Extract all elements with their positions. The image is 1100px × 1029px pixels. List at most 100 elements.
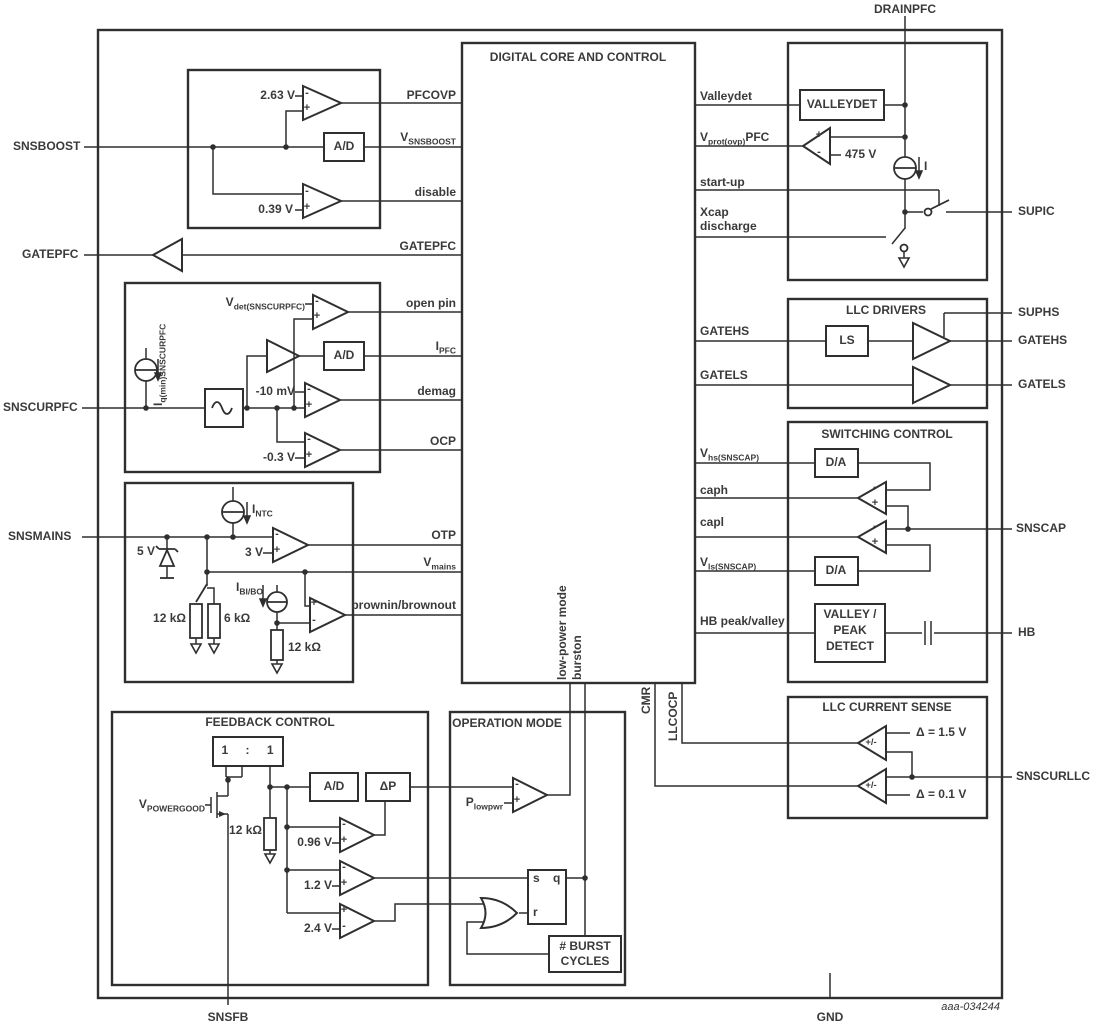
signal-vls: Vls(SNSCAP) [700, 555, 757, 572]
signal-pfcovp: PFCOVP [406, 88, 456, 102]
adc-label-pfc: A/D [333, 348, 355, 362]
ref-039v: 0.39 V [258, 202, 293, 216]
mosfet-arrow [219, 811, 226, 817]
ref-6k-mains: 6 kΩ [224, 611, 251, 625]
signal-low-power-mode: low-power mode [555, 585, 569, 680]
plusminus-sign: +/- [865, 737, 877, 748]
pin-hb: HB [1018, 625, 1036, 639]
gatehs-driver-buffer [912, 321, 953, 361]
pin-snscap: SNSCAP [1016, 521, 1067, 535]
minus-sign: - [342, 861, 346, 873]
burst-label-2: CYCLES [560, 954, 610, 968]
minus-sign: - [342, 920, 346, 932]
plus-sign: + [303, 102, 311, 114]
ref-12k-bibo: 12 kΩ [288, 640, 321, 654]
plus-sign: + [310, 597, 318, 609]
signal-valleydet: Valleydet [700, 89, 753, 103]
gatels-driver-buffer [912, 365, 953, 405]
zener-diode-5v [155, 545, 179, 579]
plus-sign: + [305, 399, 313, 411]
ref-3v: 3 V [244, 545, 263, 559]
minus-sign: - [312, 614, 316, 626]
vpd-label-3: DETECT [826, 639, 874, 653]
ls-label: LS [839, 333, 855, 347]
switching-title: SWITCHING CONTROL [821, 427, 953, 441]
comparator-open-pin [312, 293, 351, 331]
plus-sign: + [871, 497, 879, 509]
adc-label-feedback: A/D [323, 779, 345, 793]
filter-box [204, 388, 244, 428]
ff-q-label: q [553, 871, 561, 885]
minus-sign: - [873, 520, 877, 532]
boost-monitor-box [186, 68, 382, 230]
signal-startup: start-up [700, 175, 745, 189]
resistor-12k-mains [189, 603, 203, 639]
ref-minus10mv: -10 mV [255, 384, 295, 398]
minus-sign: - [307, 383, 311, 395]
feedback-control-box [110, 710, 430, 987]
pin-gnd: GND [816, 1010, 844, 1024]
dac-hs-label: D/A [825, 455, 847, 469]
signal-burston: burston [570, 635, 584, 680]
minus-sign: - [305, 185, 309, 197]
or-gate [479, 896, 519, 930]
signal-hb-peak: HB peak/valley [700, 614, 785, 628]
ratio-box [212, 736, 284, 767]
signal-vsnsboost: VSNSBOOST [400, 130, 456, 147]
comparator-ocp [304, 431, 343, 469]
mains-monitor-box [123, 481, 355, 684]
plus-sign: + [340, 904, 348, 916]
comparator-ref-096 [339, 816, 377, 854]
digital-core-title: DIGITAL CORE AND CONTROL [489, 50, 667, 64]
plus-sign: + [340, 834, 348, 846]
comparator-llc-ocp [856, 724, 887, 762]
ref-475v: 475 V [845, 147, 877, 161]
pin-suphs: SUPHS [1018, 305, 1060, 319]
signal-capl: capl [700, 515, 725, 529]
ref-delta-01: Δ = 0.1 V [916, 787, 967, 801]
signal-open-pin: open pin [406, 296, 456, 310]
ref-096v: 0.96 V [297, 835, 332, 849]
llc-drivers-title: LLC DRIVERS [845, 303, 927, 317]
dac-ls-label: D/A [825, 563, 847, 577]
signal-llcocp: LLCOCP [666, 691, 680, 741]
ground-icon [897, 257, 911, 269]
ac-filter-icon [211, 401, 233, 415]
comparator-otp [272, 526, 311, 564]
ff-r-label: r [533, 905, 538, 919]
ground-icon [270, 663, 284, 675]
amplifier-pfc-current [266, 338, 302, 374]
pin-gatels: GATELS [1018, 377, 1066, 391]
signal-gatepfc: GATEPFC [399, 239, 456, 253]
xcap-switch-contact [899, 243, 909, 253]
pin-snsmains: SNSMAINS [8, 529, 72, 543]
signal-caph: caph [700, 483, 729, 497]
comparators [150, 84, 953, 940]
vpd-label-2: PEAK [833, 623, 867, 637]
minus-sign: - [873, 481, 877, 493]
pfc-current-box [123, 281, 382, 474]
signal-xcap-2: discharge [700, 219, 757, 233]
ref-12v: 1.2 V [303, 878, 332, 892]
resistors [189, 603, 284, 851]
pin-gatehs: GATEHS [1018, 333, 1068, 347]
operation-mode-title: OPERATION MODE [452, 716, 562, 730]
resistor-6k-mains [207, 603, 221, 639]
junction-dots [143, 102, 915, 881]
supic-switch-lever [930, 199, 950, 210]
signal-vhs: Vhs(SNSCAP) [700, 446, 760, 463]
ref-plowpwr: Plowpwr [465, 795, 503, 812]
llc-current-sense-box [786, 695, 989, 820]
ref-ibibo: IBI/BO [236, 580, 263, 597]
ref-isrc: I [924, 159, 928, 173]
ref-delta-15: Δ = 1.5 V [916, 725, 967, 739]
outer-and-block-borders [96, 28, 1004, 1000]
llc-sense-title: LLC CURRENT SENSE [822, 700, 952, 714]
vpd-label-1: VALLEY / [823, 607, 877, 621]
plus-sign: + [340, 877, 348, 889]
ref-vdet: Vdet(SNSCURPFC) [225, 295, 305, 312]
ref-intc: INTC [252, 502, 273, 519]
resistor-12k-feedback [263, 817, 277, 851]
